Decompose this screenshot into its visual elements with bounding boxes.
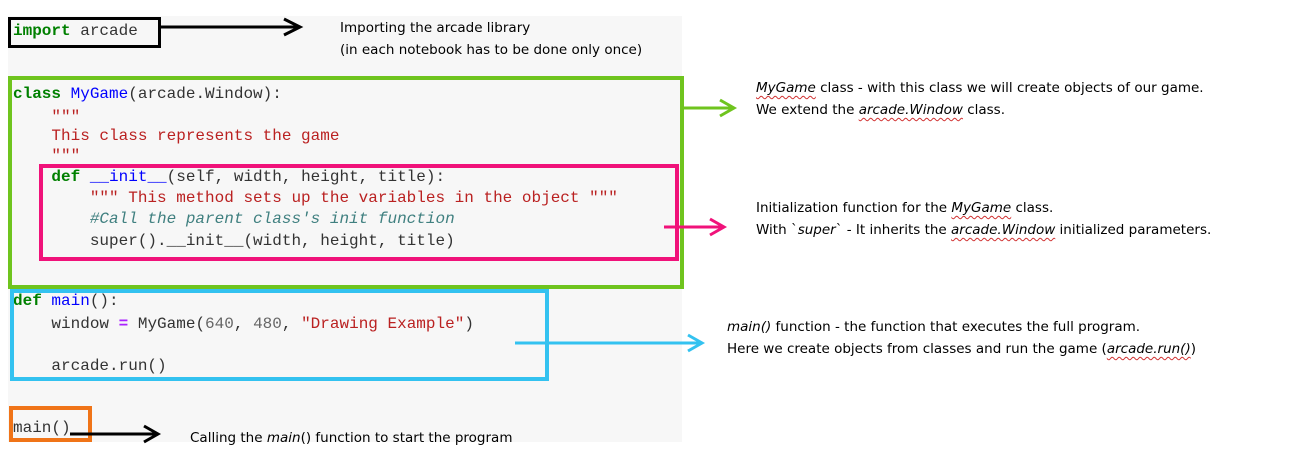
main-note-line2: Here we create objects from classes and …: [727, 341, 1196, 357]
code-super-call: super().__init__(width, height, title): [13, 232, 455, 250]
code-main-def: def main():: [13, 292, 119, 310]
main-note: main() function - the function that exec…: [727, 316, 1196, 360]
main-highlight-box: [10, 289, 549, 381]
call-highlight-box: [9, 406, 92, 442]
init-note: Initialization function for the MyGame c…: [756, 197, 1211, 241]
import-note: Importing the arcade library (in each no…: [340, 17, 642, 61]
init-highlight-box: [39, 164, 679, 261]
code-docstring-open: """: [13, 108, 81, 126]
code-import-line: import arcade: [13, 22, 138, 40]
class-arrow: [684, 98, 738, 118]
code-docstring-close: """: [13, 147, 81, 165]
code-main-call: main(): [13, 419, 71, 437]
code-docstring-text: This class represents the game: [13, 127, 340, 145]
call-note: Calling the main() function to start the…: [190, 430, 513, 446]
import-note-line2: (in each notebook has to be done only on…: [340, 42, 643, 58]
code-class-line: class MyGame(arcade.Window):: [13, 85, 282, 103]
code-init-docstring: """ This method sets up the variables in…: [13, 189, 618, 207]
class-note-line1: MyGame class - with this class we will c…: [756, 80, 1204, 96]
main-arrow: [515, 333, 706, 353]
class-highlight-box: [8, 76, 684, 289]
code-run-line: arcade.run(): [13, 357, 167, 375]
import-highlight-box: [8, 17, 161, 48]
init-note-line1: Initialization function for the MyGame c…: [756, 200, 1054, 216]
init-note-line2: With `super` - It inherits the arcade.Wi…: [756, 222, 1212, 238]
main-note-line1: main() function - the function that exec…: [727, 319, 1141, 335]
code-cell: [8, 16, 682, 442]
import-note-line1: Importing the arcade library: [340, 20, 531, 36]
class-note-line2: We extend the arcade.Window class.: [756, 102, 1006, 118]
call-arrow: [70, 424, 162, 444]
init-arrow: [664, 217, 728, 237]
code-init-def: def __init__(self, width, height, title)…: [51, 168, 446, 186]
code-window-line: window = MyGame(640, 480, "Drawing Examp…: [51, 315, 474, 333]
code-init-comment: #Call the parent class's init function: [13, 210, 455, 228]
import-arrow: [161, 17, 304, 37]
class-note: MyGame class - with this class we will c…: [756, 77, 1204, 121]
